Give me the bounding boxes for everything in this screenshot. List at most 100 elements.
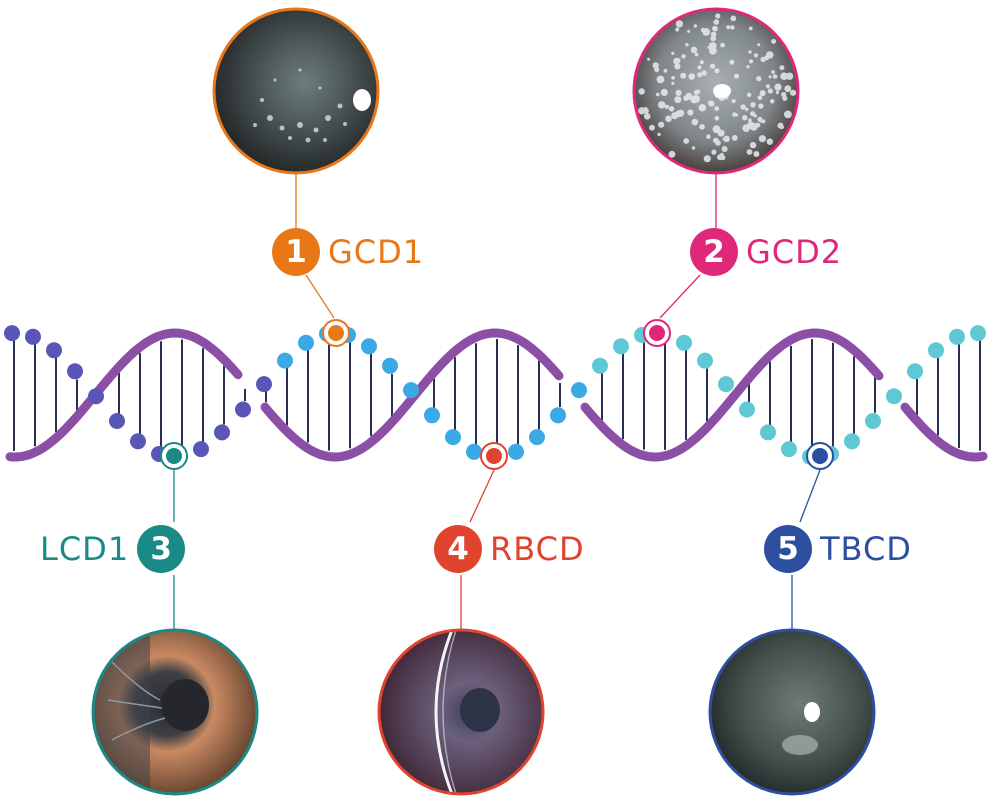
label-text-gcd2: GCD2 [746,233,843,271]
dna-dot [508,443,524,460]
snowflake-deposit [710,31,717,38]
snowflake-deposit [663,68,668,73]
snowflake-deposit [746,92,752,98]
snowflake-deposit [726,25,731,30]
snowflake-deposit [758,103,764,109]
dna-dot [907,363,923,380]
snowflake-deposit [652,62,659,69]
helix-strand-segment [260,328,564,462]
snowflake-deposit [714,106,720,111]
snowflake-deposit [713,137,719,144]
helix-strand-segment [580,328,884,462]
cornea-photo-gcd2 [632,7,800,175]
snowflake-deposit [757,43,761,47]
snowflake-deposit [709,42,717,50]
snowflake-deposit [683,95,689,101]
snowflake-deposit [655,92,660,97]
snowflake-deposit [658,101,666,109]
snowflake-deposit [714,68,720,74]
snowflake-deposit [694,52,699,57]
marker-rbcd [480,442,508,470]
snowflake-deposit [777,85,782,90]
snowflake-deposit [643,107,648,111]
snowflake-deposit [675,20,684,28]
snowflake-deposit [732,112,737,117]
snowflake-deposit [699,60,704,65]
dna-dot [403,382,419,399]
number-badge-gcd2: 2 [690,228,738,276]
snowflake-deposit [707,45,711,50]
snowflake-deposit [656,75,665,84]
snowflake-deposit [643,113,651,120]
dna-rungs [13,339,981,451]
dna-dot [361,338,377,355]
snowflake-deposit [768,75,772,79]
dna-dot [235,401,251,418]
dna-dot [277,352,293,369]
dna-dot [718,376,734,393]
snowflake-deposit [687,29,691,33]
snowflake-deposit [717,154,724,161]
dna-dot [466,443,482,460]
snowflake-deposit [702,28,711,36]
dna-dot [781,441,797,458]
cornea-photo-rbcd [377,628,545,796]
dna-dot [214,424,230,441]
marker-gcd1 [322,319,350,347]
snowflake-deposit [710,63,716,69]
dna-dot [46,342,62,359]
dna-dot [445,429,461,446]
snowflake-deposit [649,124,655,131]
snowflake-deposit [693,90,699,95]
snowflake-deposit [681,54,686,59]
snowflake-deposit [690,46,698,54]
snowflake-deposit [668,106,675,112]
snowflake-deposit [748,118,752,122]
snowflake-deposit [746,149,753,155]
snowflake-deposit [674,96,682,104]
snowflake-deposit [771,38,777,44]
dna-dot [697,352,713,369]
dna-dot [739,401,755,418]
snowflake-deposit [703,155,711,163]
label-gcd2: 2 GCD2 [690,228,842,276]
dna-dot [529,429,545,446]
snowflake-deposit [647,57,651,61]
dna-dot [193,441,209,458]
snowflake-deposit [722,137,726,141]
snowflake-deposit [749,141,757,149]
snowflake-deposit [731,135,738,141]
dna-dot [865,413,881,429]
snowflake-deposit [698,104,706,112]
snowflake-deposit [779,124,785,130]
number-badge-tbcd: 5 [764,525,812,573]
dna-dot [949,328,965,345]
snowflake-deposit [759,90,766,97]
snowflake-deposit [661,89,667,95]
snowflake-deposit [688,73,695,80]
snowflake-deposit [697,72,703,78]
snowflake-deposit [721,146,728,152]
snowflake-deposit [742,124,750,132]
snowflake-deposit [685,43,689,47]
snowflake-deposit [734,73,739,79]
dna-dot [844,433,860,450]
snowflake-deposit [730,15,737,22]
cornea-photo-lcd1 [91,628,259,796]
snowflake-deposit [706,134,711,139]
snowflake-deposit [675,27,680,32]
snowflake-deposit [784,85,792,93]
label-text-lcd1: LCD1 [40,530,130,568]
marker-tbcd [806,442,834,470]
snowflake-deposit [714,115,720,121]
snowflake-deposit [699,124,705,130]
snowflake-deposit [760,119,764,123]
snowflake-deposit [715,13,721,19]
dna-dot [130,433,146,450]
snowflake-deposit [692,95,700,103]
snowflake-deposit [784,110,792,119]
dna-helix-strand [5,328,988,462]
snowflake-deposit [675,89,682,96]
dna-dot [67,363,83,380]
